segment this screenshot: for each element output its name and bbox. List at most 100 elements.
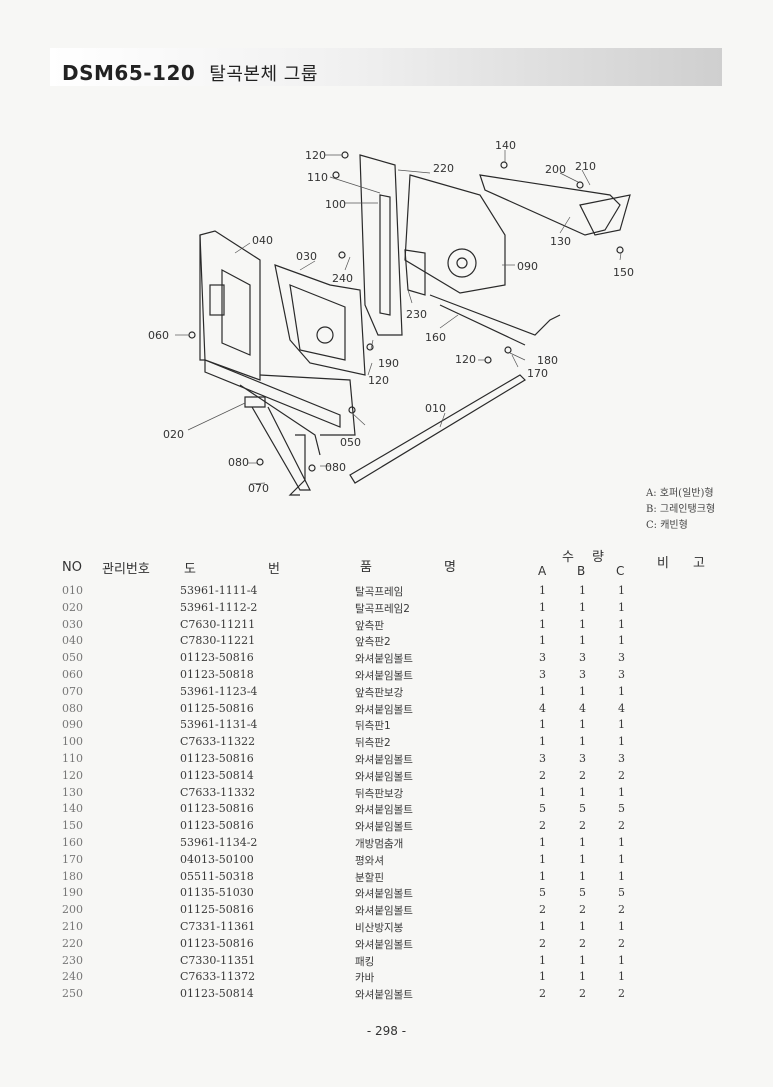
part-name: 와셔붙임볼트	[355, 938, 413, 951]
part-name: 와셔붙임볼트	[355, 888, 413, 901]
qty-c: 1	[618, 600, 625, 614]
row-number: 050	[62, 651, 83, 665]
part-name: 와셔붙임볼트	[355, 753, 413, 766]
callout-label: 140	[495, 139, 516, 152]
model-code: DSM65-120	[62, 61, 196, 85]
qty-a: 1	[539, 852, 546, 866]
qty-a: 2	[539, 819, 546, 833]
part-number: 53961-1111-4	[180, 584, 258, 597]
part-name: 뒤측판2	[355, 737, 391, 750]
part-number: 05511-50318	[180, 869, 254, 883]
row-number: 140	[62, 802, 83, 816]
part-number: 01123-50816	[180, 936, 254, 950]
part-number: 01123-50816	[180, 751, 254, 765]
qty-c: 1	[618, 970, 625, 984]
row-number: 170	[62, 852, 83, 866]
qty-b: 1	[579, 634, 586, 648]
parts-diagram	[175, 150, 631, 496]
rear-plate-1	[404, 174, 506, 294]
qty-c: 5	[618, 886, 625, 900]
row-number: 180	[62, 869, 83, 883]
part-name: 뒤측판보강	[355, 787, 404, 800]
qty-a: 1	[539, 919, 546, 933]
part-name: 비산방지봉	[355, 921, 404, 934]
part-number: 01125-50816	[180, 903, 254, 917]
row-number: 060	[62, 667, 83, 681]
header-name-2: 명	[444, 560, 456, 575]
qty-c: 1	[618, 869, 625, 883]
qty-a: 3	[539, 751, 546, 765]
callout-label: 160	[425, 331, 446, 344]
part-number: 53961-1131-4	[180, 718, 258, 732]
qty-c: 3	[618, 751, 625, 765]
callout-label: 040	[252, 234, 273, 247]
header-drawing-1: 도	[184, 562, 196, 577]
qty-a: 2	[539, 903, 546, 917]
part-number: 01123-50816	[180, 819, 254, 833]
header-name-1: 품	[360, 560, 372, 575]
callout-label: 240	[332, 272, 353, 285]
callout-label: 190	[378, 357, 399, 370]
part-number: 53961-1123-4	[180, 684, 258, 698]
qty-a: 5	[539, 886, 546, 900]
qty-c: 3	[618, 651, 625, 665]
part-number: 53961-1112-2	[180, 600, 258, 614]
qty-c: 1	[618, 852, 625, 866]
row-number: 100	[62, 735, 83, 749]
part-number: 01123-50814	[180, 987, 254, 1001]
part-number: C7630-11211	[180, 617, 256, 631]
row-number: 220	[62, 936, 83, 950]
part-name: 와셔붙임볼트	[355, 804, 413, 817]
header-qty-1: 수	[562, 550, 574, 565]
callout-label: 150	[613, 266, 634, 279]
row-number: 250	[62, 987, 83, 1001]
qty-c: 1	[618, 718, 625, 732]
qty-a: 1	[539, 634, 546, 648]
row-number: 210	[62, 919, 83, 933]
header-col-b: B	[577, 564, 586, 578]
qty-c: 4	[618, 701, 625, 715]
row-number: 120	[62, 768, 83, 782]
callout-label: 100	[325, 198, 346, 211]
long-bar	[349, 374, 526, 484]
part-name: 와셔붙임볼트	[355, 770, 413, 783]
header-bar	[50, 48, 722, 86]
qty-b: 3	[579, 751, 586, 765]
reinforcement-bracket	[244, 396, 311, 491]
page-number: - 298 -	[366, 1024, 407, 1038]
part-name: 와셔붙임볼트	[355, 703, 413, 716]
callout-label: 020	[163, 428, 184, 441]
qty-c: 3	[618, 667, 625, 681]
part-name: 와셔붙임볼트	[355, 669, 413, 682]
qty-c: 2	[618, 987, 625, 1001]
part-name: 분할핀	[355, 871, 384, 884]
callout-label: 130	[550, 235, 571, 248]
qty-a: 1	[539, 584, 546, 597]
part-number: C7633-11332	[180, 785, 256, 799]
part-number: 01123-50818	[180, 667, 254, 681]
row-number: 240	[62, 970, 83, 984]
qty-b: 1	[579, 735, 586, 749]
cover	[404, 249, 426, 296]
rear-plate-2	[359, 154, 403, 336]
qty-b: 5	[579, 802, 586, 816]
qty-c: 1	[618, 584, 625, 597]
header-qty-2: 량	[592, 550, 604, 565]
part-name: 앞측판2	[355, 636, 391, 649]
part-name: 뒤측판1	[355, 720, 391, 733]
qty-c: 2	[618, 768, 625, 782]
qty-c: 1	[618, 953, 625, 967]
qty-c: 1	[618, 835, 625, 849]
qty-a: 1	[539, 718, 546, 732]
qty-b: 1	[579, 835, 586, 849]
header-col-c: C	[616, 564, 625, 578]
qty-b: 3	[579, 667, 586, 681]
